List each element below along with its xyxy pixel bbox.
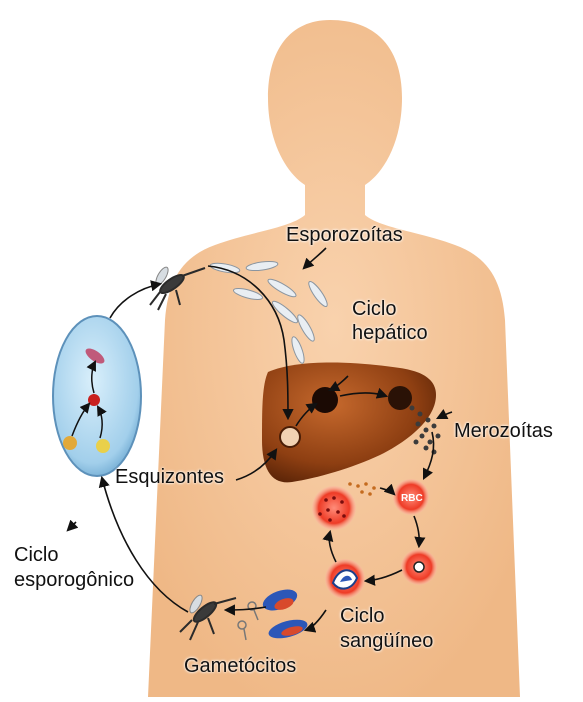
esquizontes-label: Esquizontes bbox=[115, 466, 224, 488]
merozoitas-label: Merozoítas bbox=[454, 420, 553, 442]
ciclo-hepatico-line2: hepático bbox=[352, 322, 428, 344]
esporozoitas-label: Esporozoítas bbox=[286, 224, 403, 246]
ciclo-sanguineo-line2: sangüíneo bbox=[340, 630, 433, 652]
ciclo-hepatico-line1: Ciclo bbox=[352, 298, 396, 320]
ciclo-esporogonico-line2: esporogônico bbox=[14, 569, 134, 591]
ciclo-sanguineo-line1: Ciclo bbox=[340, 605, 384, 627]
mosquito-gut bbox=[53, 316, 141, 476]
gametocitos-label: Gametócitos bbox=[184, 655, 296, 677]
ciclo-esporogonico-line1: Ciclo bbox=[14, 544, 58, 566]
rbc-label: RBC bbox=[401, 493, 423, 504]
